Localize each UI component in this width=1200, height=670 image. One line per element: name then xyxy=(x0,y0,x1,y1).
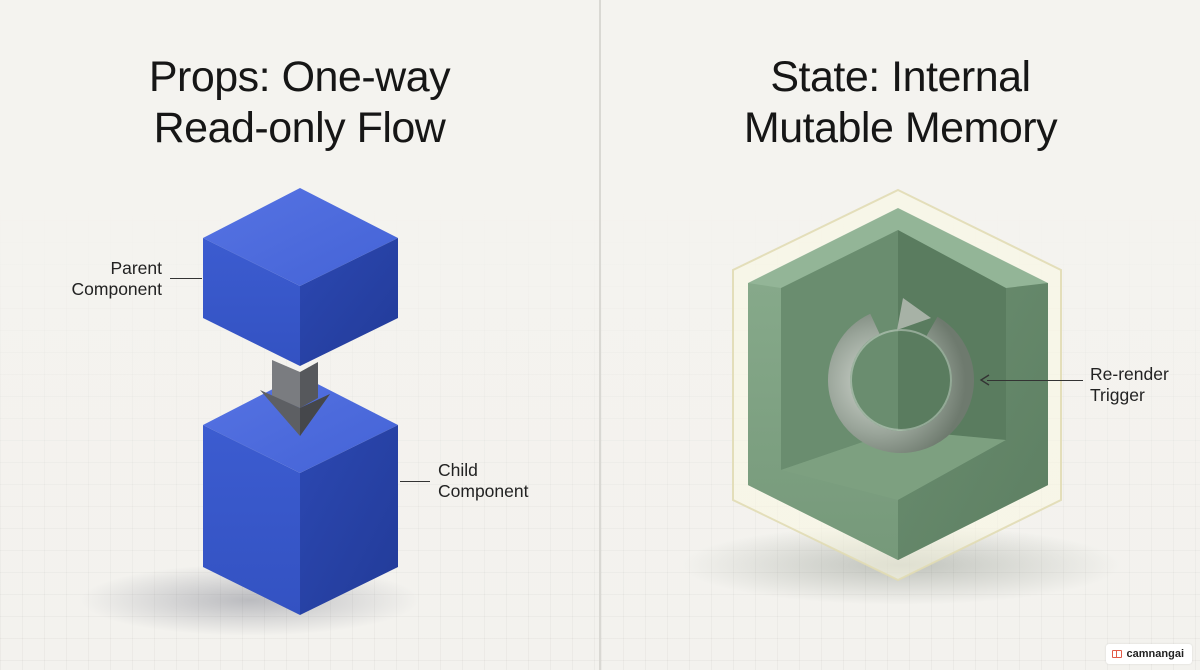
child-cube-right-face xyxy=(300,425,398,615)
state-component-cube xyxy=(748,208,1048,560)
props-title-line1: Props: One-way xyxy=(148,53,451,101)
state-cube-cavity-floor xyxy=(781,430,1006,500)
down-arrow-icon xyxy=(260,360,330,436)
props-panel: Props: One-way Read-only Flow xyxy=(0,0,599,670)
book-icon xyxy=(1111,650,1122,658)
state-cube-front-wall-right xyxy=(898,283,1048,560)
child-component-cube xyxy=(203,375,398,615)
props-illustration xyxy=(80,188,420,636)
parent-cube-right-face xyxy=(300,238,398,366)
parent-leader-line xyxy=(170,278,202,279)
trigger-arrowhead-icon xyxy=(979,374,990,386)
trigger-label-line1: Re-render xyxy=(1090,364,1169,384)
watermark-badge: camnangai xyxy=(1105,644,1192,664)
child-label-line1: Child xyxy=(438,460,478,480)
parent-label-line1: Parent xyxy=(110,258,162,278)
state-illustration xyxy=(681,188,1121,605)
parent-component-label: Parent Component xyxy=(66,258,162,300)
re-render-trigger-label: Re-render Trigger xyxy=(1090,364,1169,406)
parent-label-line2: Component xyxy=(71,279,162,299)
child-leader-line xyxy=(400,481,430,482)
state-title: State: Internal Mutable Memory xyxy=(601,52,1200,154)
state-title-line2: Mutable Memory xyxy=(743,104,1058,152)
props-title: Props: One-way Read-only Flow xyxy=(0,52,599,154)
parent-cube-left-face xyxy=(203,238,300,366)
trigger-label-line2: Trigger xyxy=(1090,385,1145,405)
state-title-line1: State: Internal xyxy=(770,53,1031,101)
state-cube-front-wall xyxy=(748,283,898,560)
child-component-label: Child Component xyxy=(438,460,528,502)
child-label-line2: Component xyxy=(438,481,529,501)
parent-cube-top-face xyxy=(203,188,398,286)
parent-component-cube xyxy=(203,188,398,366)
refresh-cycle-icon xyxy=(828,298,974,453)
panel-divider xyxy=(599,0,601,670)
child-cube-left-face xyxy=(203,425,300,615)
trigger-leader-line xyxy=(987,380,1083,381)
watermark-text: camnangai xyxy=(1126,648,1184,660)
props-title-line2: Read-only Flow xyxy=(153,104,446,152)
state-panel: State: Internal Mutable Memory xyxy=(601,0,1200,670)
